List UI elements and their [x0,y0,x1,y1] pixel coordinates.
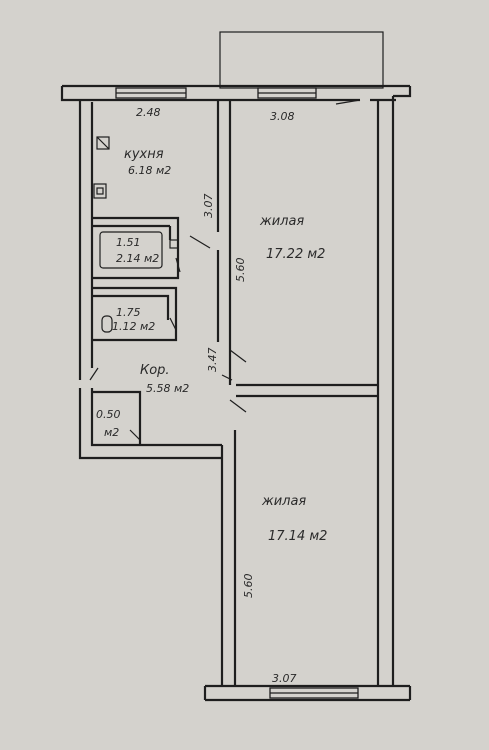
room-top-top-dimension: 3.08 [270,110,295,123]
sink-icon [96,136,110,150]
doors [89,235,247,441]
kitchen-area: 6.18 м2 [128,164,171,177]
room-bottom-bottom-dimension: 3.07 [272,672,297,685]
toilet-area: 1.12 м2 [112,320,155,333]
room-bottom-side-dimension: 5.60 [242,574,255,599]
corridor-side-dimension: 3.47 [206,348,219,373]
kitchen-dimension: 2.48 [136,106,161,119]
bathroom-area: 2.14 м2 [116,252,159,265]
balcony-door [335,99,361,105]
corridor-name: Кор. [140,363,170,378]
room-bottom-name: жилая [261,494,306,509]
toilet-dimension: 1.75 [116,306,141,319]
room-top-side-dimension: 5.60 [234,258,247,283]
washbasin-icon [169,239,179,249]
closet-area: м2 [104,426,119,439]
toilet-icon [101,315,113,333]
corridor-area: 5.58 м2 [146,382,189,395]
room-bottom-area: 17.14 м2 [268,529,327,544]
closet-dimension: 0.50 [96,408,121,421]
bathtub-icon [99,231,163,269]
stove-icon [93,183,107,199]
kitchen-name: кухня [124,147,164,162]
fixtures [93,136,179,333]
outer-walls [60,84,412,702]
interior-walls [78,100,378,686]
room-top-area: 17.22 м2 [266,247,325,262]
bathroom-dimension: 1.51 [116,236,141,249]
kitchen-side-dimension: 3.07 [202,194,215,219]
room-top-name: жилая [259,214,304,229]
